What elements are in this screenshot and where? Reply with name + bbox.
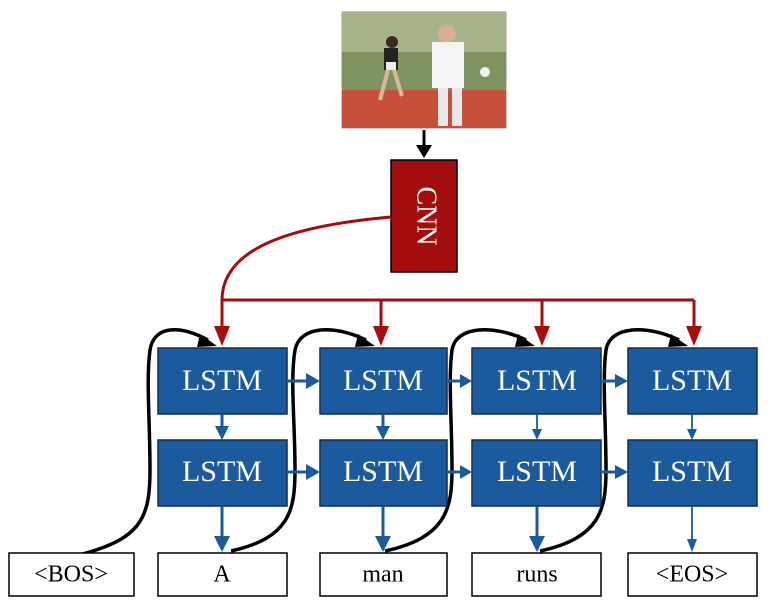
feedback-lines bbox=[74, 328, 680, 558]
feedback-3 bbox=[384, 328, 527, 553]
out-2-head bbox=[375, 536, 391, 552]
lstm-bottom-3 bbox=[471, 439, 602, 507]
lstm-top-4-label: LSTM bbox=[652, 364, 732, 397]
feedback-arrowhead-3 bbox=[515, 334, 535, 347]
vertical-arrows bbox=[220, 414, 693, 540]
rec-bot-2-head bbox=[460, 465, 472, 479]
cnn-arrowhead-4 bbox=[686, 326, 702, 346]
out-1-head bbox=[214, 536, 230, 552]
feedback-1 bbox=[74, 328, 209, 558]
vert-1-head bbox=[215, 426, 229, 440]
lstm-bottom-4 bbox=[627, 439, 758, 507]
lstm-bottom-3-label: LSTM bbox=[497, 455, 577, 488]
lstm-top-1-label: LSTM bbox=[182, 364, 262, 397]
word-man: man bbox=[362, 562, 403, 588]
word-box-eos bbox=[627, 552, 758, 597]
feedback-arrowheads bbox=[197, 334, 688, 347]
lstm-bottom-2 bbox=[319, 439, 448, 507]
out-4-head bbox=[687, 539, 697, 552]
cnn-arrowhead-2 bbox=[373, 326, 389, 346]
cnn-arrowhead-1 bbox=[214, 326, 230, 346]
rec-top-3-head bbox=[615, 374, 628, 388]
out-3-head bbox=[529, 536, 545, 552]
feedback-arrowhead-4 bbox=[668, 334, 688, 347]
vert-3-head bbox=[532, 429, 542, 440]
cnn-curve bbox=[220, 215, 392, 301]
lstm-bottom-row: LSTM LSTM LSTM LSTM bbox=[157, 439, 758, 507]
input-image bbox=[341, 11, 507, 129]
lstm-top-4 bbox=[627, 347, 758, 415]
word-box-bos bbox=[8, 552, 135, 597]
cnn-label: CNN bbox=[411, 186, 442, 245]
cnn-feature-lines bbox=[220, 215, 696, 330]
vert-2-head bbox=[376, 426, 390, 440]
cnn-box bbox=[390, 159, 458, 273]
word-runs: runs bbox=[516, 562, 557, 588]
lstm-bottom-2-label: LSTM bbox=[343, 455, 423, 488]
rec-bot-3-head bbox=[615, 465, 628, 479]
lstm-bottom-4-label: LSTM bbox=[652, 455, 732, 488]
lstm-bottom-1-label: LSTM bbox=[182, 455, 262, 488]
word-eos: <EOS> bbox=[656, 562, 728, 588]
word-box-runs bbox=[471, 552, 602, 597]
feedback-arrowhead-1 bbox=[197, 334, 217, 347]
rec-top-2-head bbox=[460, 374, 472, 388]
word-box-man bbox=[319, 552, 448, 597]
cnn-arrowhead-3 bbox=[534, 326, 550, 346]
feedback-arrowhead-2 bbox=[355, 334, 375, 347]
image-to-cnn-arrowhead bbox=[416, 145, 432, 158]
rec-bot-1-head bbox=[306, 464, 320, 480]
cnn-block: CNN bbox=[390, 159, 458, 273]
feedback-4 bbox=[539, 328, 680, 553]
word-box-a bbox=[157, 552, 288, 597]
word-bos: <BOS> bbox=[34, 562, 108, 588]
recurrent-arrowheads bbox=[306, 373, 628, 480]
vertical-arrowheads bbox=[214, 426, 697, 552]
cnn-arrowheads bbox=[214, 326, 702, 346]
feedback-2 bbox=[230, 328, 367, 553]
word-row: <BOS> A man runs <EOS> bbox=[8, 552, 758, 597]
lstm-top-2-label: LSTM bbox=[343, 364, 423, 397]
lstm-top-3-label: LSTM bbox=[497, 364, 577, 397]
word-a: A bbox=[213, 562, 231, 588]
vert-4-head bbox=[687, 429, 697, 440]
lstm-top-3 bbox=[471, 347, 602, 415]
rec-top-1-head bbox=[306, 373, 320, 389]
